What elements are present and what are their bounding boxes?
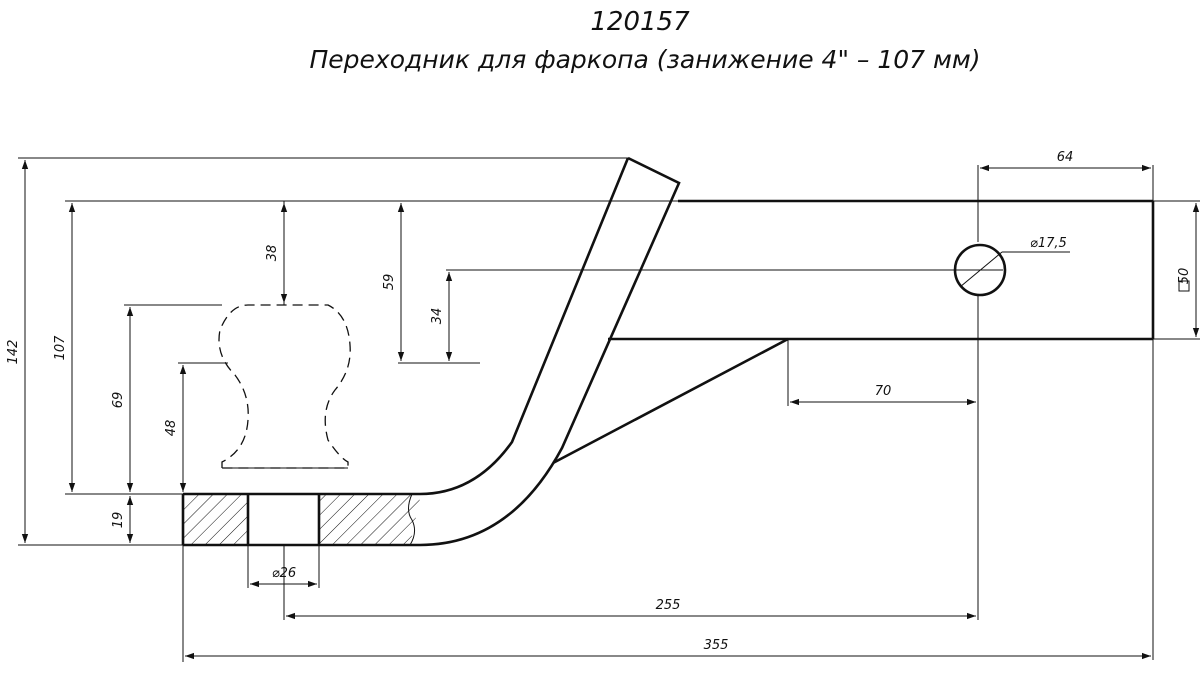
square-symbol — [1178, 280, 1190, 292]
dim-64: 64 — [1057, 150, 1074, 165]
part-number: 120157 — [590, 7, 690, 37]
dim-ball-hole: ⌀26 — [272, 566, 296, 581]
tow-ball-outline — [218, 304, 351, 469]
dim-355: 355 — [704, 638, 729, 653]
part-description: Переходник для фаркопа (занижение 4" – 1… — [310, 45, 981, 74]
dim-70: 70 — [875, 384, 892, 399]
dim-34: 34 — [430, 308, 445, 325]
dim-59: 59 — [382, 274, 397, 291]
dimension-lines — [21, 160, 1200, 660]
gusset — [552, 337, 789, 465]
dim-50: 50 — [1177, 268, 1192, 285]
dim-38: 38 — [265, 245, 280, 262]
dim-19: 19 — [111, 512, 126, 529]
extension-lines — [18, 157, 1200, 662]
dim-255: 255 — [656, 598, 681, 613]
receiver-tube — [608, 199, 1155, 341]
dim-107: 107 — [53, 335, 68, 361]
ball-plate — [181, 492, 420, 547]
dim-48: 48 — [164, 420, 179, 437]
dim-69: 69 — [111, 392, 126, 409]
dim-hole: ⌀17,5 — [1030, 236, 1067, 251]
dim-142: 142 — [6, 340, 21, 365]
drop-bar — [419, 156, 681, 547]
